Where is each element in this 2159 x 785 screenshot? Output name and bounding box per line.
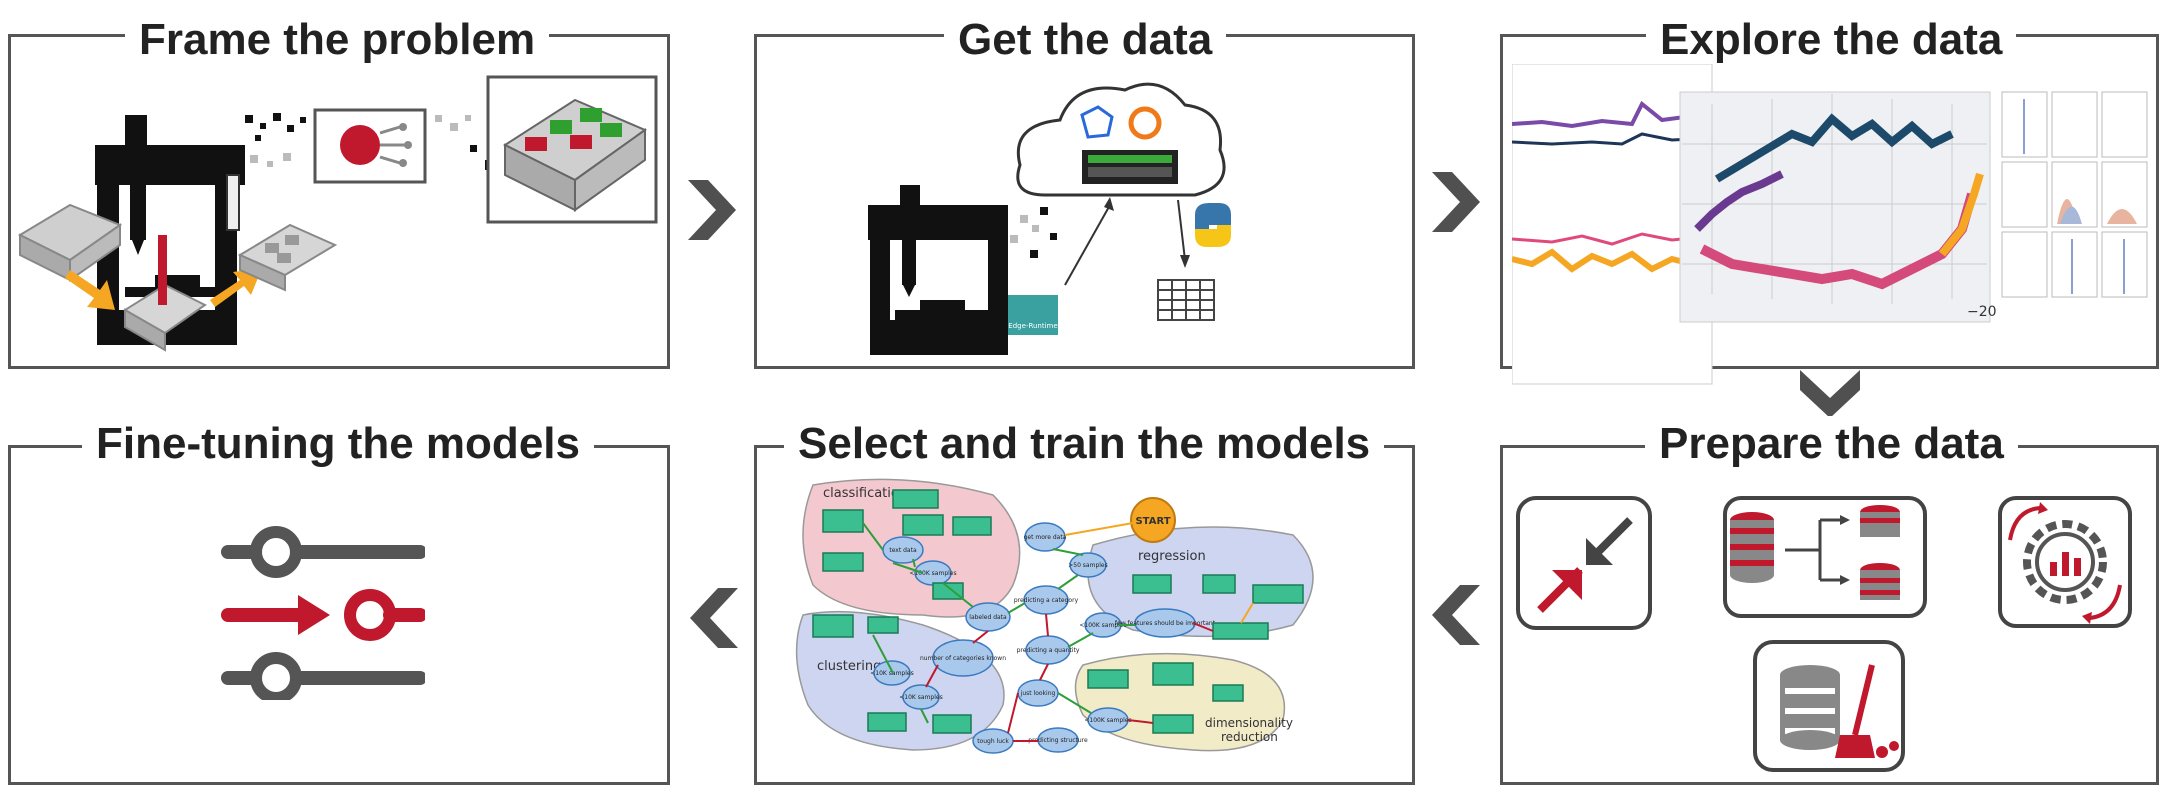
regression-label: regression bbox=[1138, 549, 1206, 564]
dimred-label-1: dimensionality bbox=[1205, 716, 1293, 730]
node-lt100k-c: <100K samples bbox=[1084, 717, 1131, 724]
prepare-icons bbox=[1516, 496, 2132, 772]
node-lt10k-b: <10K samples bbox=[870, 670, 913, 677]
node-text: text data bbox=[889, 547, 917, 554]
clustering-label: clustering bbox=[817, 659, 881, 674]
cnc-machine-icon bbox=[868, 185, 1008, 355]
gear-chart-icon bbox=[1998, 496, 2132, 628]
dimred-label-2: reduction bbox=[1221, 730, 1278, 744]
node-quantity: predicting a quantity bbox=[1017, 647, 1080, 654]
navy-series bbox=[1512, 132, 1713, 146]
red-tool-icon bbox=[158, 235, 167, 305]
database-clean-icon bbox=[1753, 640, 1905, 772]
start-node bbox=[1130, 497, 1176, 543]
panel-title-prepare: Prepare the data bbox=[1645, 416, 2018, 472]
database-split-icon bbox=[1723, 496, 1927, 618]
node-more-data: get more data bbox=[1024, 534, 1067, 541]
classification-label: classification bbox=[823, 486, 907, 501]
pair-plot bbox=[2001, 91, 2148, 298]
table-icon bbox=[1157, 279, 1215, 321]
3d-navy-series bbox=[1714, 113, 1954, 183]
chevron-left-icon-2 bbox=[690, 588, 738, 648]
compress-icon bbox=[1516, 496, 1652, 630]
chevron-right-icon-2 bbox=[1432, 172, 1480, 232]
panel-get-data bbox=[754, 34, 1415, 369]
node-lt100k-a: <100K samples bbox=[909, 570, 956, 577]
frame-illustration bbox=[17, 75, 658, 352]
get-data-illustration: Edge-Runtime bbox=[868, 82, 1231, 355]
explore-plots: −20 bbox=[1512, 64, 2148, 385]
node-lt100k-b: <100K samples bbox=[1079, 622, 1126, 629]
panel-title-get: Get the data bbox=[944, 12, 1227, 68]
node-tough-luck: tough luck bbox=[977, 738, 1009, 745]
node-num-cat: number of categories known bbox=[920, 655, 1006, 662]
panel-title-select: Select and train the models bbox=[784, 416, 1385, 472]
orange-arrow-icon-2 bbox=[210, 268, 262, 307]
panel-title-fine: Fine-tuning the models bbox=[82, 416, 594, 472]
node-just-looking: just looking bbox=[1020, 690, 1056, 697]
node-lt10k: <10K samples bbox=[899, 694, 942, 701]
edge-runtime-box bbox=[1008, 295, 1058, 335]
node-structure: predicting structure bbox=[1028, 737, 1088, 744]
ml-map-cheatsheet: classification regression clustering dim… bbox=[795, 478, 1314, 754]
axis-tick-label: −20 bbox=[1967, 304, 1997, 320]
panel-title-explore: Explore the data bbox=[1646, 12, 2017, 68]
panel-title-frame: Frame the problem bbox=[125, 12, 550, 68]
start-label: START bbox=[1135, 516, 1170, 527]
chevron-left-icon bbox=[1432, 585, 1480, 645]
orange-series bbox=[1512, 248, 1714, 273]
chevron-down-icon bbox=[1800, 370, 1860, 418]
python-icon bbox=[1195, 203, 1231, 229]
node-few-feat: few features should be important bbox=[1115, 620, 1216, 627]
node-gt50: >50 samples bbox=[1068, 562, 1108, 569]
pink-series bbox=[1512, 232, 1713, 246]
node-labeled: labeled data bbox=[969, 614, 1007, 621]
sliders-icon bbox=[221, 526, 425, 700]
3d-purple-series bbox=[1694, 170, 1784, 232]
edge-runtime-label: Edge-Runtime bbox=[1008, 322, 1057, 330]
node-category: predicting a category bbox=[1014, 597, 1079, 604]
chevron-right-icon bbox=[688, 180, 736, 240]
panel-fine-tuning bbox=[8, 445, 670, 785]
orange-arrow-icon bbox=[65, 270, 115, 310]
